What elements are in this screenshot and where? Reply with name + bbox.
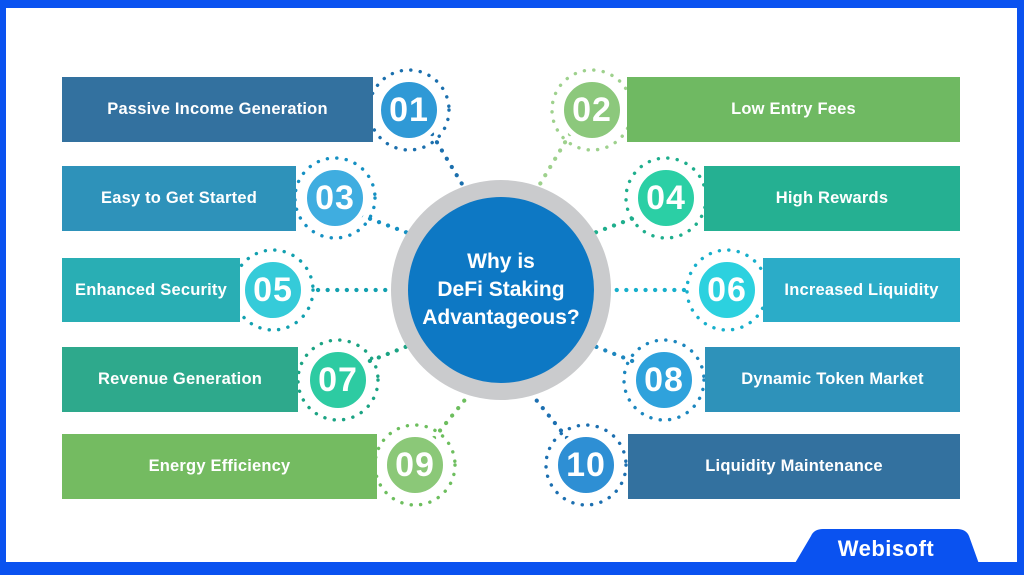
- center-title-line2: DeFi Staking: [437, 278, 565, 302]
- advantage-bar-03: Easy to Get Started: [62, 166, 296, 231]
- advantage-bar-07: Revenue Generation: [62, 347, 298, 412]
- number-04: 04: [646, 179, 686, 217]
- connector-09: [431, 393, 471, 441]
- connector-02: [531, 131, 573, 197]
- advantage-label-03: Easy to Get Started: [100, 189, 257, 207]
- advantage-label-09: Energy Efficiency: [148, 457, 291, 475]
- advantage-bar-02: Low Entry Fees: [627, 77, 960, 142]
- number-badge-06: 06: [694, 257, 760, 323]
- center-title-line3: Advantageous?: [422, 305, 580, 329]
- number-09: 09: [395, 446, 435, 484]
- number-05: 05: [253, 271, 293, 309]
- number-badge-08: 08: [631, 347, 697, 413]
- number-badge-04: 04: [633, 165, 699, 231]
- advantage-bar-04: High Rewards: [704, 166, 960, 231]
- advantage-label-04: High Rewards: [775, 189, 889, 207]
- advantage-label-02: Low Entry Fees: [731, 100, 856, 118]
- number-07: 07: [318, 361, 358, 399]
- advantage-bar-09: Energy Efficiency: [62, 434, 377, 499]
- center-title-line1: Why is: [467, 250, 535, 274]
- advantage-label-08: Dynamic Token Market: [741, 370, 924, 388]
- number-badge-07: 07: [305, 347, 371, 413]
- connector-10: [530, 393, 570, 441]
- advantage-bar-10: Liquidity Maintenance: [628, 434, 960, 499]
- advantage-bar-05: Enhanced Security: [62, 258, 240, 322]
- number-badge-02: 02: [559, 77, 625, 143]
- advantage-bar-01: Passive Income Generation: [62, 77, 373, 142]
- connector-01: [429, 131, 471, 197]
- number-10: 10: [566, 446, 606, 484]
- advantage-label-06: Increased Liquidity: [784, 280, 939, 299]
- advantage-label-10: Liquidity Maintenance: [705, 457, 883, 475]
- number-08: 08: [644, 361, 684, 399]
- number-01: 01: [389, 91, 429, 129]
- advantage-bar-08: Dynamic Token Market: [705, 347, 960, 412]
- number-badge-05: 05: [240, 257, 306, 323]
- number-badge-01: 01: [376, 77, 442, 143]
- advantage-label-01: Passive Income Generation: [107, 100, 328, 118]
- number-badge-03: 03: [302, 165, 368, 231]
- advantage-label-05: Enhanced Security: [75, 280, 227, 299]
- number-06: 06: [707, 271, 747, 309]
- advantage-label-07: Revenue Generation: [97, 370, 263, 388]
- center-question-circle: Why is DeFi Staking Advantageous?: [408, 197, 594, 383]
- number-02: 02: [572, 91, 612, 129]
- brand-logo: Webisoft: [837, 536, 935, 561]
- number-badge-10: 10: [553, 432, 619, 498]
- advantage-bar-06: Increased Liquidity: [763, 258, 960, 322]
- number-badge-09: 09: [382, 432, 448, 498]
- number-03: 03: [315, 179, 355, 217]
